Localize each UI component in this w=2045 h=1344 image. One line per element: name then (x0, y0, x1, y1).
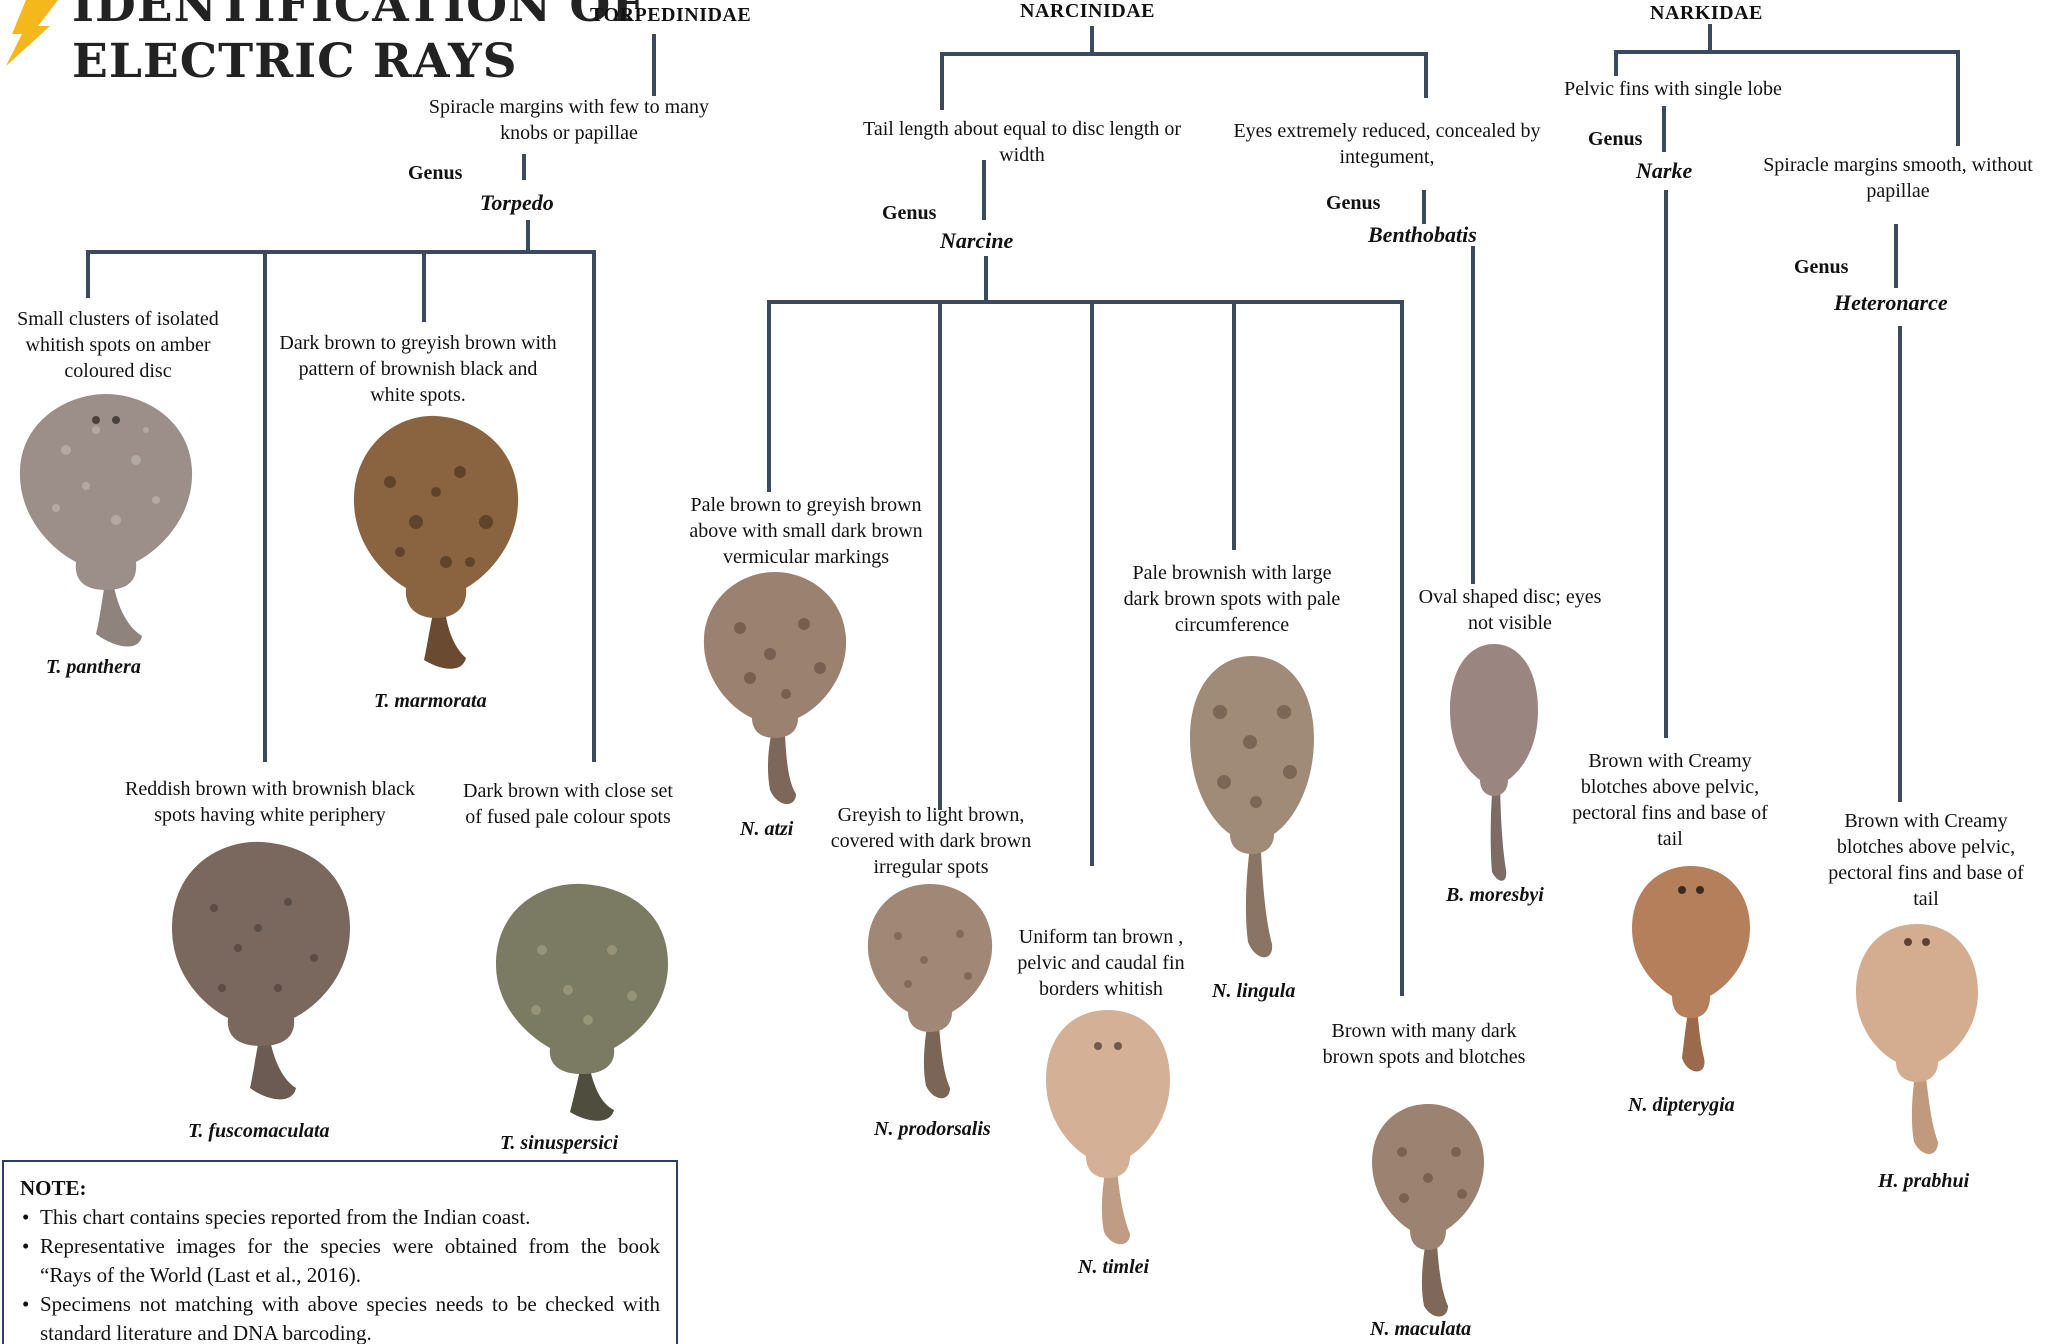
family-narcinidae: NARCINIDAE (1020, 0, 1156, 22)
species-t-fuscomaculata: T. fuscomaculata (188, 1120, 330, 1142)
ray-image-t-fuscomaculata (172, 841, 350, 1100)
note-box: NOTE: This chart contains species report… (2, 1160, 678, 1344)
desc-t-sinuspersici: Dark brown with close set of fused pale … (463, 780, 673, 828)
species-n-timlei: N. timlei (1078, 1256, 1150, 1278)
desc-t-marmorata: Dark brown to greyish brown with pattern… (279, 332, 557, 406)
species-b-moresbyi: B. moresbyi (1446, 884, 1544, 906)
ray-image-t-sinuspersici (496, 883, 668, 1121)
family-torpedinidae: TORPEDINIDAE (590, 4, 752, 26)
heteronarce-character: Spiracle margins smooth, without papilla… (1763, 154, 2033, 202)
desc-t-fuscomaculata: Reddish brown with brownish black spots … (125, 778, 415, 826)
note-item: Specimens not matching with above specie… (20, 1290, 660, 1344)
ray-image-t-panthera (19, 394, 193, 647)
species-t-marmorata: T. marmorata (374, 690, 487, 712)
heteronarce-genus-label: Genus (1794, 256, 1849, 278)
species-n-maculata: N. maculata (1370, 1318, 1472, 1340)
desc-n-prodorsalis: Greyish to light brown, covered with dar… (830, 804, 1032, 878)
narcine-character: Tail length about equal to disc length o… (863, 118, 1181, 166)
desc-n-timlei: Uniform tan brown , pelvic and caudal fi… (1017, 926, 1185, 1000)
genus-narcine: Narcine (940, 228, 1014, 253)
torpedo-character: Spiracle margins with few to many knobs … (428, 96, 710, 144)
family-narkidae: NARKIDAE (1650, 2, 1763, 24)
species-t-panthera: T. panthera (46, 656, 141, 678)
genus-torpedo: Torpedo (480, 190, 554, 215)
torpedo-genus-label: Genus (408, 162, 463, 184)
species-t-sinuspersici: T. sinuspersici (500, 1132, 619, 1154)
ray-image-b-moresbyi (1450, 644, 1538, 881)
narcine-genus-label: Genus (882, 202, 937, 224)
genus-benthobatis: Benthobatis (1368, 222, 1477, 247)
chart-title-line2: ELECTRIC RAYS (72, 34, 518, 89)
ray-image-t-marmorata (353, 415, 519, 669)
desc-n-lingula: Pale brownish with large dark brown spot… (1123, 562, 1341, 636)
genus-narke: Narke (1636, 158, 1693, 183)
ray-image-n-lingula (1190, 656, 1314, 958)
chart-title: IDENTIFICATION OF ELECTRIC RAYS (72, 0, 646, 90)
desc-n-dipterygia: Brown with Creamy blotches above pelvic,… (1572, 750, 1768, 850)
ray-image-n-atzi (703, 572, 847, 805)
desc-n-maculata: Brown with many dark brown spots and blo… (1322, 1020, 1526, 1068)
desc-b-moresbyi: Oval shaped disc; eyes not visible (1418, 586, 1602, 634)
ray-image-n-dipterygia (1632, 866, 1750, 1072)
note-heading: NOTE: (20, 1176, 87, 1200)
genus-heteronarce: Heteronarce (1834, 290, 1948, 315)
chart-title-line1: IDENTIFICATION OF (72, 0, 646, 33)
ray-image-n-prodorsalis (867, 884, 993, 1099)
species-h-prabhui: H. prabhui (1878, 1170, 1970, 1192)
desc-n-atzi: Pale brown to greyish brown above with s… (689, 494, 923, 568)
species-n-lingula: N. lingula (1212, 980, 1296, 1002)
species-n-prodorsalis: N. prodorsalis (874, 1118, 991, 1140)
ray-image-n-timlei (1046, 1010, 1170, 1245)
lightning-bolt-icon (6, 0, 58, 66)
species-n-dipterygia: N. dipterygia (1628, 1094, 1735, 1116)
desc-h-prabhui: Brown with Creamy blotches above pelvic,… (1828, 810, 2024, 910)
benthobatis-genus-label: Genus (1326, 192, 1381, 214)
ray-image-h-prabhui (1856, 924, 1978, 1154)
narke-character: Pelvic fins with single lobe (1564, 78, 1782, 100)
note-item: Representative images for the species we… (20, 1232, 660, 1290)
benthobatis-character: Eyes extremely reduced, concealed by int… (1233, 120, 1541, 168)
note-list: This chart contains species reported fro… (20, 1203, 660, 1344)
narke-genus-label: Genus (1588, 128, 1643, 150)
note-item: This chart contains species reported fro… (20, 1203, 660, 1232)
species-n-atzi: N. atzi (740, 818, 794, 840)
desc-t-panthera: Small clusters of isolated whitish spots… (17, 308, 219, 382)
ray-image-n-maculata (1372, 1104, 1484, 1317)
